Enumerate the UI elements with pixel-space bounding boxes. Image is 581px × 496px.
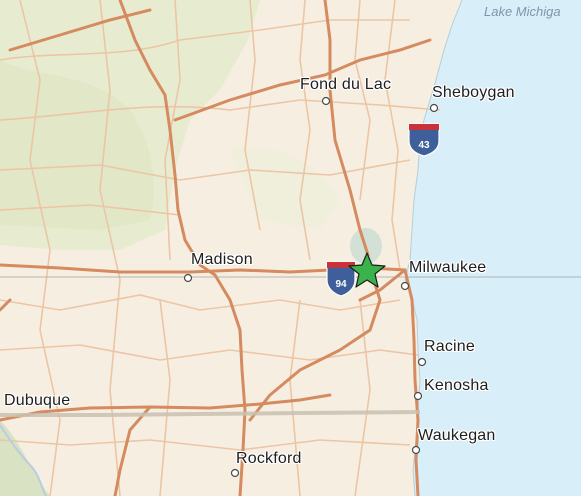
lake-michigan <box>405 0 581 496</box>
i94-label: 94 <box>335 279 347 290</box>
interstate-94-shield-icon: 94 <box>326 261 356 297</box>
city-label-waukegan: Waukegan <box>418 427 496 444</box>
city-label-dubuque: Dubuque <box>4 392 71 409</box>
state-border <box>0 410 421 417</box>
city-markers <box>183 96 439 478</box>
city-label-madison: Madison <box>191 251 253 268</box>
rockford-dot[interactable] <box>230 468 240 478</box>
vegetation-area <box>0 60 154 230</box>
racine-dot[interactable] <box>417 357 427 367</box>
vegetation-area <box>230 147 340 230</box>
city-label-fond-du-lac: Fond du Lac <box>300 76 392 93</box>
city-label-kenosha: Kenosha <box>424 377 489 394</box>
minor-roads <box>0 0 441 496</box>
lake-michigan-label: Lake Michiga <box>484 4 561 19</box>
city-label-racine: Racine <box>424 338 476 355</box>
waukegan-dot[interactable] <box>411 445 421 455</box>
river <box>0 424 47 496</box>
milwaukee-dot[interactable] <box>400 281 410 291</box>
i43-label: 43 <box>418 140 430 151</box>
interstate-43-shield-icon: 43 <box>408 123 440 157</box>
star-marker-icon[interactable] <box>348 252 386 288</box>
city-label-milwaukee: Milwaukee <box>409 259 487 276</box>
city-label-rockford: Rockford <box>236 450 302 467</box>
city-label-sheboygan: Sheboygan <box>432 84 515 101</box>
fond-du-lac-dot[interactable] <box>321 96 331 106</box>
madison-dot[interactable] <box>183 273 193 283</box>
kenosha-dot[interactable] <box>413 391 423 401</box>
sheboygan-dot[interactable] <box>429 103 439 113</box>
